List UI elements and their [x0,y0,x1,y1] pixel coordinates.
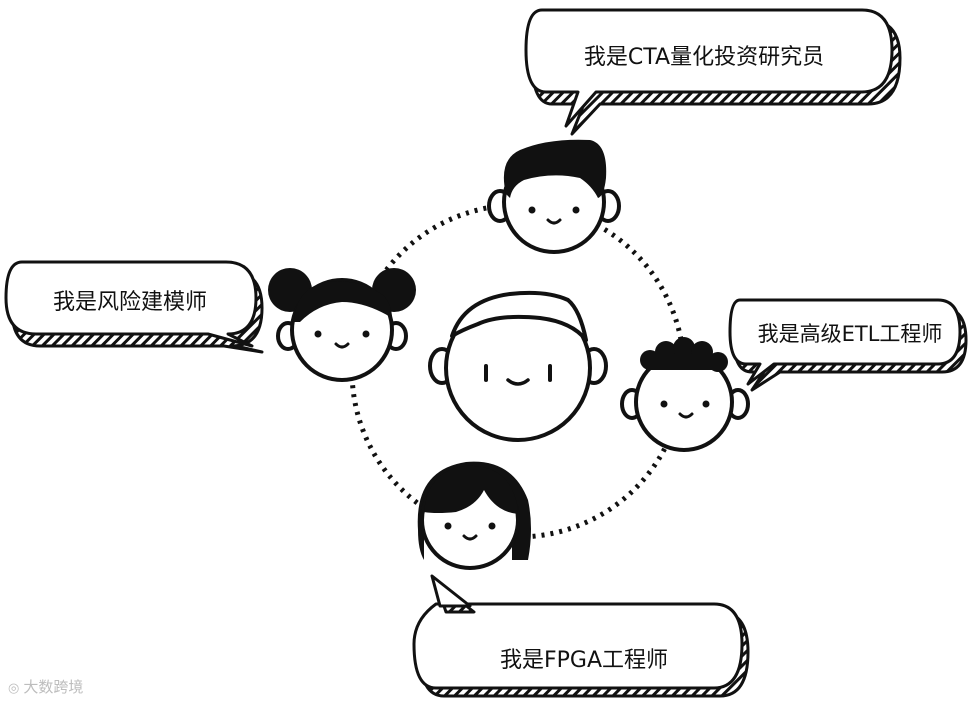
bubble-text-risk-modeler: 我是风险建模师 [53,284,207,316]
face-top-boy [489,140,619,252]
speech-bubble-fpga [414,576,748,696]
bubble-text-etl-engineer: 我是高级ETL工程师 [758,318,943,348]
speech-bubble-cta [526,10,900,134]
bubble-text-cta-researcher: 我是CTA量化投资研究员 [584,39,824,71]
watermark: ◎ 大数跨境 [8,676,83,697]
watermark-text: 大数跨境 [23,678,83,696]
face-center-large [430,293,606,440]
face-bottom-long-hair [418,462,531,568]
face-left-girl-buns [268,268,416,380]
circle-logo-icon: ◎ [8,681,19,696]
face-right-curly [622,337,748,450]
bubble-text-fpga-engineer: 我是FPGA工程师 [500,642,668,674]
